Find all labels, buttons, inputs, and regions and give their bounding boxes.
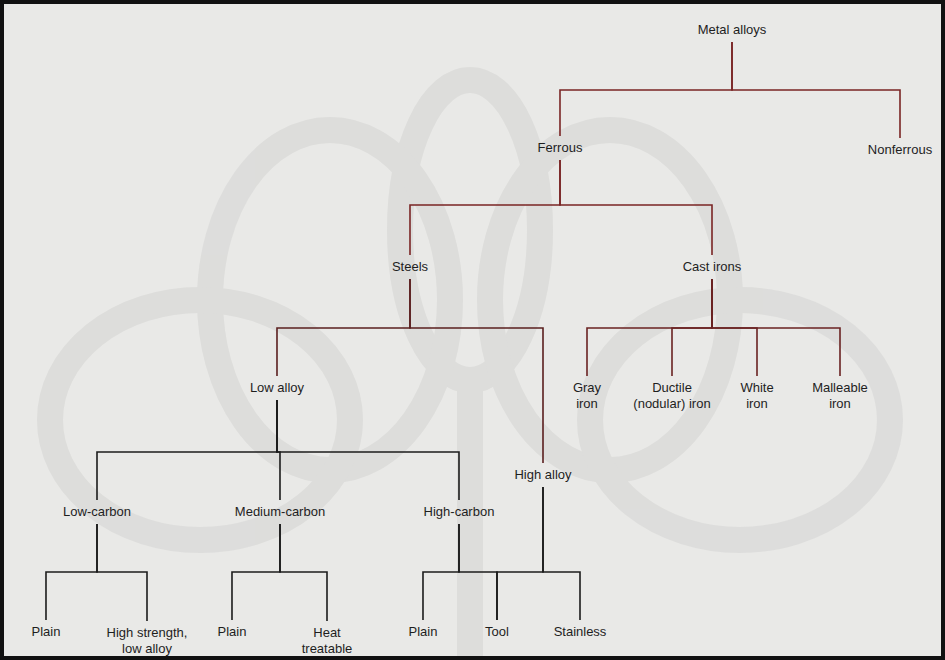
tree-node: Heat treatable xyxy=(294,624,360,658)
node-label: Malleable iron xyxy=(805,380,875,412)
tree-node: Stainless xyxy=(552,623,609,641)
tree-connector xyxy=(280,524,327,621)
node-label: Gray iron xyxy=(567,380,607,412)
tree-node: Gray iron xyxy=(565,379,609,413)
node-label: Medium-carbon xyxy=(235,504,325,520)
node-label: Plain xyxy=(409,624,438,640)
node-label: Heat treatable xyxy=(296,625,358,657)
node-label: Low alloy xyxy=(250,380,304,396)
tree-connector xyxy=(232,524,280,620)
node-label: High alloy xyxy=(514,467,571,483)
tree-connector xyxy=(560,42,732,136)
node-label: Steels xyxy=(392,259,428,275)
tree-connector xyxy=(712,279,840,376)
tree-connector xyxy=(672,279,712,376)
tree-node: Plain xyxy=(216,623,249,641)
tree-node: High strength, low alloy xyxy=(93,624,201,658)
tree-node: Tool xyxy=(483,623,511,641)
tree-node: White iron xyxy=(733,379,781,413)
tree-connector xyxy=(46,524,97,620)
node-label: Ferrous xyxy=(538,140,583,156)
tree-node: Plain xyxy=(407,623,440,641)
tree-connector xyxy=(97,524,147,621)
node-label: Metal alloys xyxy=(698,22,767,38)
tree-connector xyxy=(587,279,712,376)
tree-node: Low alloy xyxy=(248,379,306,397)
node-label: Plain xyxy=(218,624,247,640)
node-label: Plain xyxy=(32,624,61,640)
node-label: High strength, low alloy xyxy=(95,625,199,657)
node-label: Tool xyxy=(485,624,509,640)
node-label: Low-carbon xyxy=(63,504,131,520)
tree-node: Nonferrous xyxy=(866,141,934,159)
tree-connector xyxy=(560,160,712,255)
node-label: Stainless xyxy=(554,624,607,640)
node-label: High-carbon xyxy=(424,504,495,520)
tree-node: Plain xyxy=(30,623,63,641)
node-label: Ductile (nodular) iron xyxy=(626,380,718,412)
node-label: Nonferrous xyxy=(868,142,932,158)
watermark xyxy=(50,80,890,660)
tree-connector xyxy=(97,400,277,500)
tree-node: Medium-carbon xyxy=(233,503,327,521)
tree-node: Ductile (nodular) iron xyxy=(624,379,720,413)
tree-node: Steels xyxy=(390,258,430,276)
tree-node: Malleable iron xyxy=(803,379,877,413)
tree-node: High alloy xyxy=(512,466,573,484)
tree-node: Ferrous xyxy=(536,139,585,157)
tree-connector xyxy=(732,42,900,138)
tree-node: Cast irons xyxy=(681,258,744,276)
tree-connector xyxy=(277,279,410,376)
node-label: Cast irons xyxy=(683,259,742,275)
tree-node: Low-carbon xyxy=(61,503,133,521)
tree-connector xyxy=(423,524,459,620)
tree-connector xyxy=(277,400,459,500)
tree-connector xyxy=(410,160,560,255)
tree-connector xyxy=(497,487,543,620)
tree-connector xyxy=(410,279,543,463)
tree-node: High-carbon xyxy=(422,503,497,521)
tree-node: Metal alloys xyxy=(696,21,769,39)
tree-connector xyxy=(543,487,580,620)
tree-connector xyxy=(459,524,497,620)
node-label: White iron xyxy=(735,380,779,412)
